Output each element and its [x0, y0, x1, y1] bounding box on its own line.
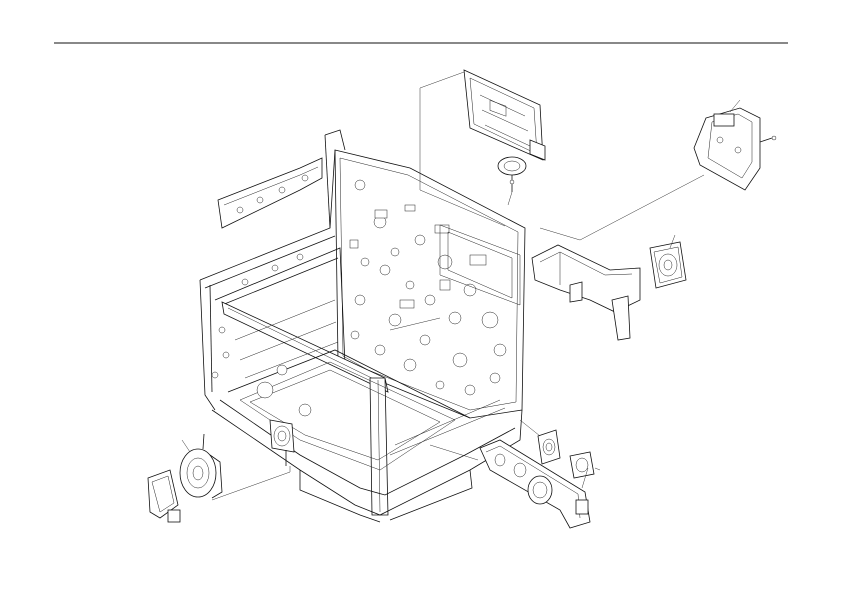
- lower-right-fan-small: [537, 429, 561, 465]
- control-board: [463, 69, 546, 161]
- board-fan-motor: [497, 156, 527, 192]
- leader-lines: [181, 71, 741, 501]
- main-frame: [199, 129, 526, 523]
- lower-right-fan: [569, 451, 595, 479]
- lower-right-duct-frame: [479, 439, 591, 529]
- center-blower: [269, 419, 295, 466]
- right-fan: [649, 241, 687, 289]
- left-blower: [179, 433, 223, 499]
- upper-right-bracket: [693, 107, 777, 191]
- left-blower-bracket: [147, 469, 181, 523]
- fan-duct: [531, 244, 641, 341]
- left-side-plate: [217, 157, 323, 229]
